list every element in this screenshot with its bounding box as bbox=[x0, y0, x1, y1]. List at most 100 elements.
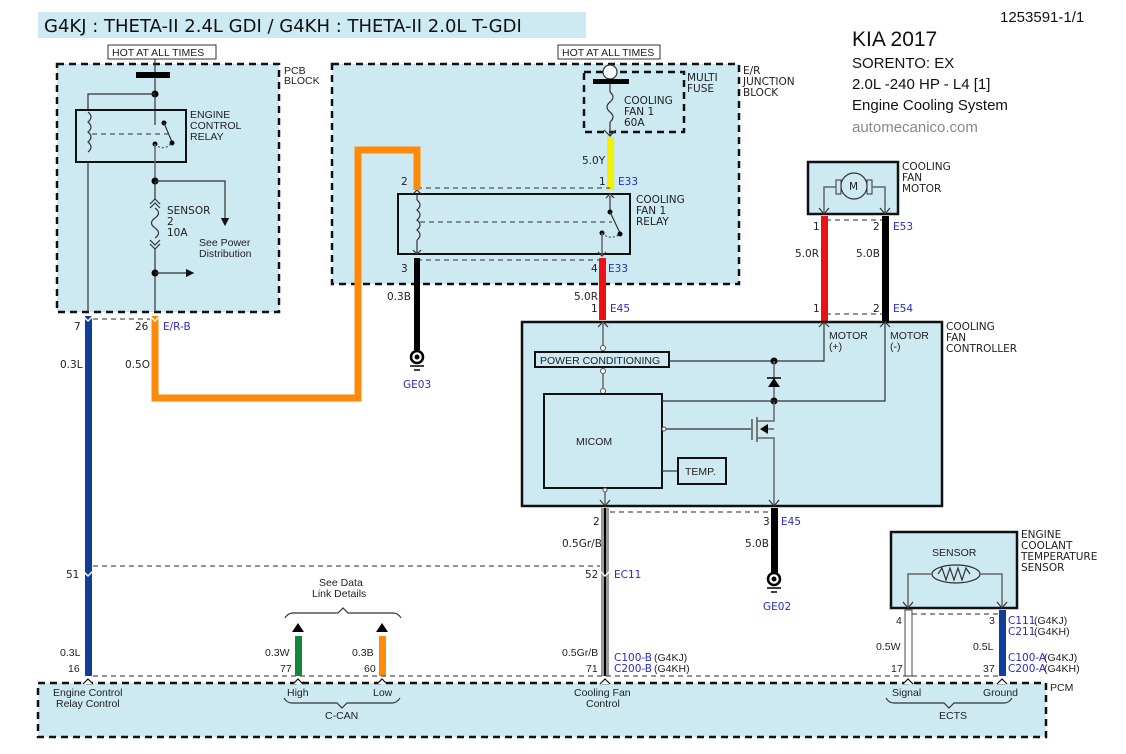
connector-c111-variant: (G4KJ) bbox=[1034, 615, 1067, 627]
controller-label-3: CONTROLLER bbox=[946, 343, 1017, 355]
ecr-label-1: ENGINE bbox=[190, 109, 230, 121]
fan-motor-label-2: FAN bbox=[902, 172, 922, 184]
pin-e54-1: 1 bbox=[813, 303, 820, 315]
wire-0-5w bbox=[904, 609, 913, 677]
wire-0-5o bbox=[151, 146, 421, 402]
engine-control-relay bbox=[75, 109, 187, 163]
wire-0-3b-gauge: 0.3B bbox=[387, 291, 411, 303]
pin-e54-2: 2 bbox=[873, 303, 880, 315]
ecr-label-3: RELAY bbox=[190, 131, 224, 143]
connector-c200-b: C200-B bbox=[614, 663, 652, 675]
pin-e53-1: 1 bbox=[813, 221, 820, 233]
wire-motor-pos bbox=[821, 216, 828, 322]
fan-relay-coil-icon bbox=[416, 199, 421, 241]
fan-motor-label-1: COOLING bbox=[902, 161, 951, 173]
wire-motor-pos-gauge: 5.0R bbox=[795, 248, 819, 260]
cooling-fan-relay bbox=[397, 193, 631, 255]
connector-c211: C211 bbox=[1008, 626, 1035, 638]
connector-c200-a: C200-A bbox=[1008, 663, 1047, 675]
cooling-fan-controller bbox=[520, 320, 944, 508]
ect-label-2: COOLANT bbox=[1021, 540, 1073, 552]
motor-pos-label-2: (+) bbox=[829, 341, 842, 353]
pin-7: 7 bbox=[74, 321, 81, 333]
ect-label-1: ENGINE bbox=[1021, 529, 1061, 541]
pcm-block bbox=[36, 681, 1048, 739]
pin-26: 26 bbox=[135, 321, 149, 333]
pcm-label: PCM bbox=[1050, 682, 1073, 694]
wire-5-0r-gauge: 5.0R bbox=[574, 291, 598, 303]
motor-neg-label-1: MOTOR bbox=[890, 330, 929, 342]
hot-tag-right-text: HOT AT ALL TIMES bbox=[562, 47, 654, 59]
wire-0-5gr-b-gauge: 0.5Gr/B bbox=[562, 538, 602, 550]
sensor-fuse-label-1: SENSOR bbox=[167, 205, 210, 217]
fan-relay-switch-icon bbox=[609, 211, 621, 234]
ecr-label-2: CONTROL bbox=[190, 120, 241, 132]
temp-block bbox=[677, 457, 727, 485]
make-year: KIA 2017 bbox=[852, 28, 937, 51]
er-label-3: BLOCK bbox=[743, 87, 779, 99]
er-junction-block bbox=[330, 62, 741, 286]
pin-16: 16 bbox=[68, 663, 80, 675]
wire-5-0b-gauge: 5.0B bbox=[745, 538, 769, 550]
temp-label: TEMP. bbox=[685, 466, 716, 478]
power-conditioning-block bbox=[534, 351, 670, 368]
connector-e33-top: E33 bbox=[618, 176, 638, 188]
pin-51: 51 bbox=[66, 569, 79, 581]
connector-c200-b-variant: (G4KH) bbox=[654, 663, 690, 675]
pcb-label-2: BLOCK bbox=[284, 75, 320, 87]
wire-0-5l bbox=[999, 610, 1006, 676]
see-power-2: Distribution bbox=[199, 248, 252, 260]
sensor-fuse-label-2: 2 bbox=[167, 216, 174, 228]
ects-bracket bbox=[885, 697, 1013, 709]
diode-icon bbox=[768, 378, 780, 387]
cfr-label-3: RELAY bbox=[636, 216, 669, 228]
hot-tag-left-text: HOT AT ALL TIMES bbox=[112, 47, 204, 59]
connector-e53: E53 bbox=[893, 221, 913, 233]
sensor-fuse-icon bbox=[150, 207, 160, 239]
pin-71: 71 bbox=[586, 663, 598, 675]
wire-0-5l-gauge: 0.5L bbox=[973, 641, 994, 653]
pin-37: 37 bbox=[983, 663, 995, 675]
connector-e54: E54 bbox=[893, 303, 913, 315]
cfr-label-2: FAN 1 bbox=[636, 205, 666, 217]
wire-can-low bbox=[379, 636, 386, 676]
pin-3-controller: 3 bbox=[763, 516, 770, 528]
connector-er-b: E/R-B bbox=[163, 321, 191, 333]
see-power-1: See Power bbox=[199, 237, 251, 249]
connector-e33-bottom: E33 bbox=[608, 263, 628, 275]
wire-0-3l-gauge-lower: 0.3L bbox=[60, 647, 81, 659]
fan-fuse-label-3: 60A bbox=[624, 117, 645, 129]
pin-17: 17 bbox=[891, 663, 903, 675]
wire-0-3l bbox=[85, 316, 92, 676]
pin-e53-2: 2 bbox=[873, 221, 880, 233]
wire-5-0r-relay bbox=[599, 258, 606, 320]
hot-tag-left bbox=[107, 44, 217, 60]
can-high-arrow-icon bbox=[292, 623, 304, 632]
pin-e45-1: 1 bbox=[591, 303, 598, 315]
multi-fuse-box bbox=[582, 70, 686, 134]
cooling-fan-fuse-icon bbox=[606, 91, 614, 123]
pcm-can-low: Low bbox=[373, 687, 393, 699]
pcm-ground: Ground bbox=[983, 687, 1018, 699]
connector-c200-a-variant: (G4KH) bbox=[1044, 663, 1080, 675]
micom-block bbox=[543, 393, 663, 489]
pin-relay-2: 2 bbox=[401, 176, 408, 188]
pcm-ecrc-1: Engine Control bbox=[53, 687, 122, 699]
pcb-label-1: PCB bbox=[284, 65, 306, 77]
fan-fuse-label-2: FAN 1 bbox=[624, 106, 654, 118]
pin-relay-3: 3 bbox=[401, 263, 408, 275]
ect-inner-label: SENSOR bbox=[932, 547, 977, 559]
relay-switch-icon bbox=[163, 122, 173, 143]
ect-label-4: SENSOR bbox=[1021, 562, 1064, 574]
pin-e33-4: 4 bbox=[591, 263, 598, 275]
pcb-block bbox=[55, 62, 281, 314]
data-link-1: See Data bbox=[319, 577, 363, 589]
pin-e33-1: 1 bbox=[599, 176, 606, 188]
connector-c111: C111 bbox=[1008, 615, 1035, 627]
pcm-cfc-2: Control bbox=[586, 698, 620, 710]
fan-fuse-label-1: COOLING bbox=[624, 95, 673, 107]
can-low-arrow-icon bbox=[376, 623, 388, 632]
ect-label-3: TEMPERATURE bbox=[1020, 551, 1097, 563]
engine-title: G4KJ : THETA-II 2.4L GDI / G4KH : THETA-… bbox=[44, 16, 522, 37]
